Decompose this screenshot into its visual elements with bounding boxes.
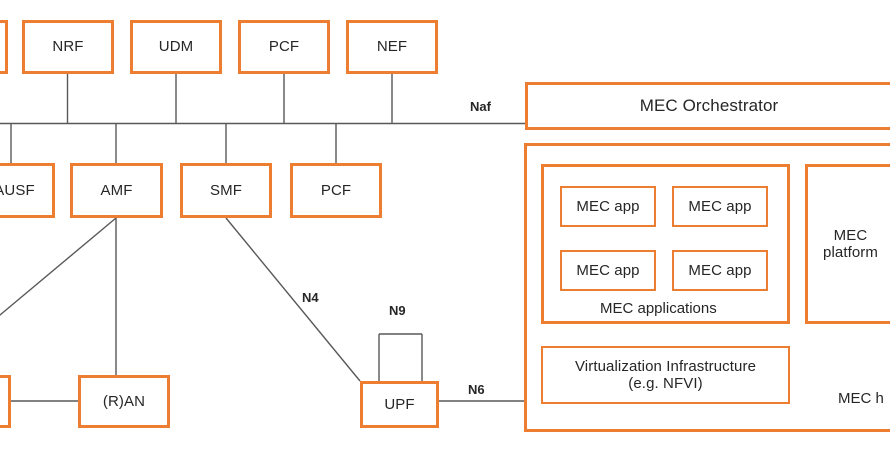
mec-platform-label-line2: platform <box>823 244 878 261</box>
mec-app-2[interactable]: MEC app <box>672 186 768 227</box>
interface-label-n4: N4 <box>302 290 319 305</box>
nf-box-amf[interactable]: AMF <box>70 163 163 218</box>
nf-box-ausf[interactable]: AUSF <box>0 163 55 218</box>
interface-label-naf: Naf <box>470 99 491 114</box>
mec-applications-container[interactable] <box>541 164 790 324</box>
mec-orchestrator-box[interactable]: MEC Orchestrator <box>525 82 890 130</box>
nf-box-pcf-top[interactable]: PCF <box>238 20 330 74</box>
mec-host-label: MEC h <box>838 390 884 407</box>
mec-host-container[interactable] <box>524 143 890 432</box>
nf-box-smf[interactable]: SMF <box>180 163 272 218</box>
virtualization-infrastructure-box[interactable]: Virtualization Infrastructure (e.g. NFVI… <box>541 346 790 404</box>
nf-box-ran[interactable]: (R)AN <box>78 375 170 428</box>
nf-box-partial-left[interactable] <box>0 20 8 74</box>
nf-box-ue-partial[interactable] <box>0 375 11 428</box>
nf-box-pcf-bottom[interactable]: PCF <box>290 163 382 218</box>
mec-applications-label: MEC applications <box>600 300 717 317</box>
interface-label-n6: N6 <box>468 382 485 397</box>
nf-box-nef[interactable]: NEF <box>346 20 438 74</box>
nf-box-upf[interactable]: UPF <box>360 381 439 428</box>
mec-platform-box[interactable]: MEC platform <box>805 164 890 324</box>
mec-app-1[interactable]: MEC app <box>560 186 656 227</box>
nf-box-nrf[interactable]: NRF <box>22 20 114 74</box>
mec-platform-label-line1: MEC <box>833 226 868 244</box>
nf-box-udm[interactable]: UDM <box>130 20 222 74</box>
mec-app-4[interactable]: MEC app <box>672 250 768 291</box>
interface-label-n9: N9 <box>389 303 406 318</box>
virtualization-label-line1: Virtualization Infrastructure <box>574 357 757 375</box>
mec-app-3[interactable]: MEC app <box>560 250 656 291</box>
virtualization-label-line2: (e.g. NFVI) <box>628 375 703 392</box>
